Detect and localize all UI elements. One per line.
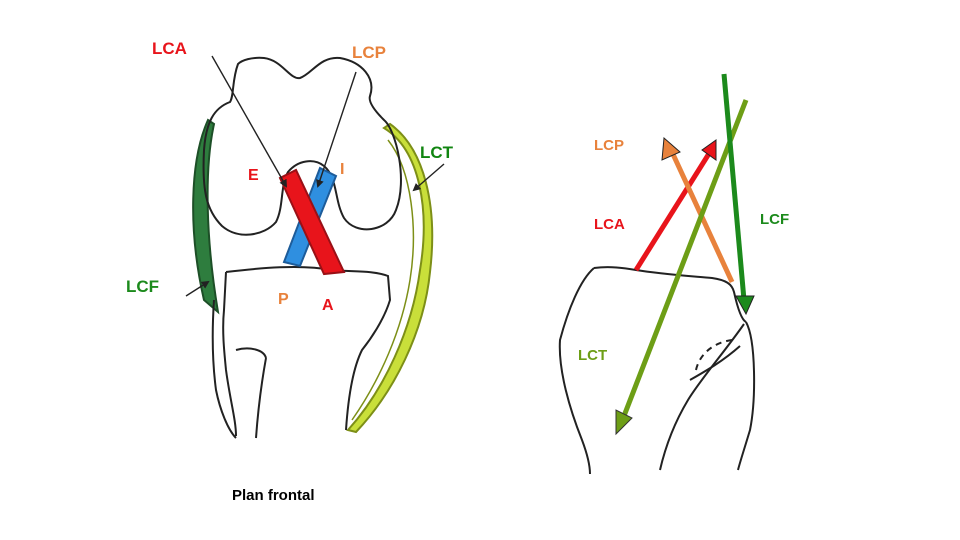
lcf-pointer — [185, 280, 210, 297]
left-label-lct: LCT — [420, 143, 454, 162]
right-fibula-dashed — [695, 339, 733, 371]
left-knee-figure: LCA LCP LCT LCF E I P A Plan frontal — [126, 39, 454, 504]
right-label-lct: LCT — [578, 347, 607, 364]
right-label-lcp: LCP — [594, 137, 624, 154]
tibia-outline — [222, 265, 392, 439]
lcf-band — [192, 118, 220, 315]
lca-band — [278, 168, 346, 276]
right-fibula-line — [689, 345, 741, 381]
label-p: P — [278, 291, 289, 308]
label-e: E — [248, 167, 259, 184]
left-label-lcp: LCP — [352, 43, 386, 62]
right-knee-figure: LCP LCA LCF LCT — [558, 73, 789, 475]
lca-vector — [633, 150, 713, 272]
label-i: I — [340, 161, 344, 178]
femur-outline — [202, 56, 402, 236]
lct-pointer — [412, 163, 445, 192]
lcf-vector-head — [735, 295, 755, 316]
lct-band — [346, 122, 434, 434]
left-label-lcf: LCF — [126, 277, 159, 296]
lca-pointer — [211, 55, 287, 188]
lct-inner-line — [351, 139, 415, 421]
fibula-outline — [211, 299, 267, 439]
lct-vector — [621, 99, 749, 417]
left-label-lca: LCA — [152, 39, 187, 58]
caption-plan-frontal: Plan frontal — [232, 487, 315, 504]
lct-vector-head — [615, 409, 633, 436]
lca-vector-head — [701, 139, 717, 161]
lcp-vector-head — [661, 136, 681, 161]
right-label-lcf: LCF — [760, 211, 789, 228]
lcf-vector — [721, 73, 747, 301]
label-a: A — [322, 297, 334, 314]
right-label-lca: LCA — [594, 216, 625, 233]
lcp-pointer — [316, 71, 357, 188]
right-tibia-outline — [558, 266, 756, 475]
